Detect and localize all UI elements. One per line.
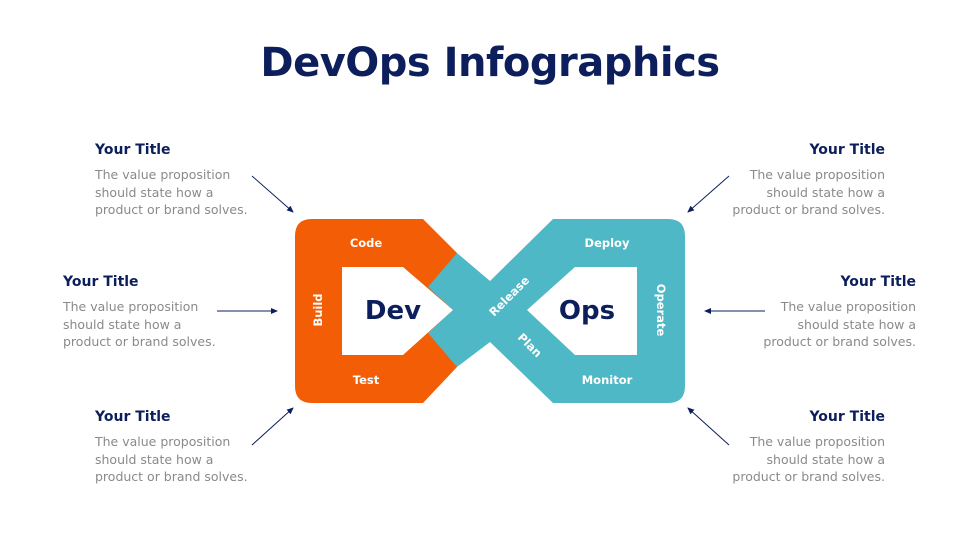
arrow-bottom-right xyxy=(687,407,730,446)
stage-operate: Operate xyxy=(654,284,668,337)
stage-test: Test xyxy=(353,373,380,387)
arrow-bottom-left xyxy=(251,407,294,446)
ops-inner xyxy=(527,267,637,355)
block-title: Your Title xyxy=(840,274,916,290)
stage-monitor: Monitor xyxy=(582,373,633,387)
block-title: Your Title xyxy=(95,409,171,425)
block-title: Your Title xyxy=(809,142,885,158)
block-title: Your Title xyxy=(809,409,885,425)
dev-inner xyxy=(342,267,453,355)
ops-label: Ops xyxy=(559,296,615,326)
stage-deploy: Deploy xyxy=(585,236,630,250)
stage-code: Code xyxy=(350,236,383,250)
page-title: DevOps Infographics xyxy=(260,40,720,86)
dev-label: Dev xyxy=(365,296,421,326)
stage-build: Build xyxy=(311,293,325,326)
block-title: Your Title xyxy=(63,274,139,290)
arrow-top-left xyxy=(251,175,294,213)
block-title: Your Title xyxy=(95,142,171,158)
arrow-top-right xyxy=(687,175,730,213)
